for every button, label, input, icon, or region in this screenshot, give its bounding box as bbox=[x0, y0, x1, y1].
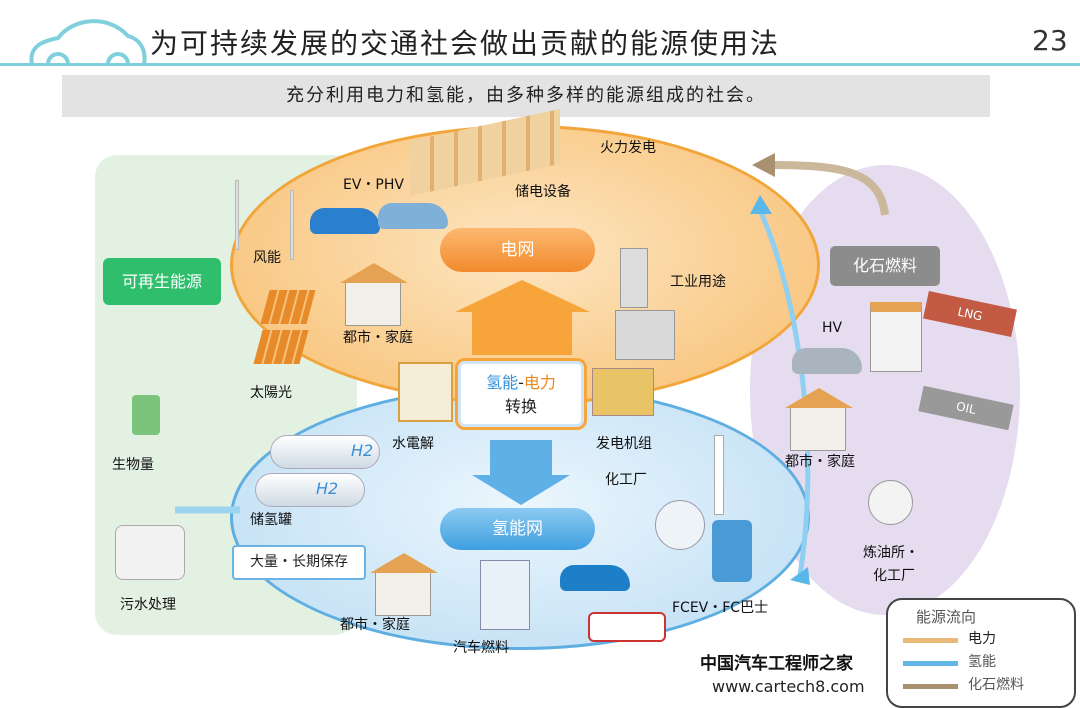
conversion-box: 氢能-电力 转换 bbox=[455, 358, 587, 430]
legend-swatch-fossil bbox=[903, 684, 958, 689]
chimney-icon bbox=[714, 435, 724, 515]
hydrogen-station-icon bbox=[480, 560, 530, 630]
office-building-icon bbox=[620, 248, 648, 308]
fossil-arrowhead bbox=[752, 153, 775, 177]
hv-label: HV bbox=[822, 320, 843, 336]
ev-car-icon bbox=[310, 208, 380, 234]
chemical-plant-label: 化工厂 bbox=[605, 472, 647, 488]
fc-bus-icon bbox=[588, 612, 666, 642]
subtitle-banner: 充分利用电力和氢能，由多种多样的能源组成的社会。 bbox=[62, 75, 990, 117]
fcev-bus-label: FCEV・FC巴士 bbox=[672, 600, 769, 616]
watermark-url: www.cartech8.com bbox=[712, 677, 865, 696]
conv-hydrogen: 氢能 bbox=[486, 373, 519, 392]
grid-hydrogen-arrow bbox=[757, 208, 811, 576]
sewage-plant-icon bbox=[115, 525, 185, 580]
sewage-label: 污水处理 bbox=[120, 597, 176, 613]
hv-car-icon bbox=[792, 348, 862, 374]
battery-storage-label: 储电设备 bbox=[515, 184, 571, 200]
urban-home-label: 都市・家庭 bbox=[785, 454, 855, 470]
thermal-power-label: 火力发电 bbox=[600, 140, 656, 156]
legend-title: 能源流向 bbox=[916, 608, 977, 626]
house-icon bbox=[785, 388, 853, 451]
watermark-title: 中国汽车工程师之家 bbox=[700, 654, 853, 674]
legend-item-hydrogen: 氢能 bbox=[968, 654, 996, 670]
ev-phv-label: EV・PHV bbox=[343, 177, 404, 193]
power-grid-label: 电网 bbox=[440, 228, 595, 272]
grid-hydrogen-arrowhead-bottom bbox=[790, 567, 810, 585]
down-arrow bbox=[472, 440, 570, 505]
generator-label: 发电机组 bbox=[596, 436, 652, 452]
energy-flow-legend: 能源流向 电力 氢能 化石燃料 bbox=[886, 598, 1076, 708]
grid-hydrogen-arrowhead-top bbox=[750, 195, 772, 214]
phv-car-icon bbox=[378, 203, 448, 229]
refinery-icon bbox=[868, 480, 913, 525]
legend-item-electric: 电力 bbox=[968, 631, 996, 647]
legend-item-fossil: 化石燃料 bbox=[968, 677, 1024, 693]
chemical-plant-icon bbox=[655, 500, 705, 550]
vehicle-fuel-label: 汽车燃料 bbox=[453, 640, 509, 656]
tank-label: H2 bbox=[351, 441, 374, 460]
house-icon bbox=[340, 263, 408, 326]
refinery-label: 炼油所・ bbox=[863, 545, 919, 561]
fcev-car-icon bbox=[560, 565, 630, 591]
generator-icon bbox=[592, 368, 654, 416]
gas-station-icon bbox=[870, 302, 922, 372]
legend-swatch-electric bbox=[903, 638, 958, 643]
factory-icon bbox=[615, 310, 675, 360]
page-number: 23 bbox=[1032, 24, 1068, 57]
hydrogen-tank-icon: H2 bbox=[255, 473, 365, 507]
biomass-label: 生物量 bbox=[112, 457, 154, 473]
industrial-label: 工业用途 bbox=[670, 274, 726, 290]
hydrogen-network-label: 氢能网 bbox=[440, 508, 595, 550]
wind-turbine-icon bbox=[290, 190, 294, 260]
house-icon bbox=[370, 553, 438, 616]
biomass-icon bbox=[132, 395, 160, 435]
fossil-fuel-label: 化石燃料 bbox=[830, 246, 940, 286]
fossil-to-grid-arrow bbox=[769, 161, 889, 216]
storage-silo-icon bbox=[712, 520, 752, 582]
electrolysis-label: 水電解 bbox=[392, 436, 434, 452]
wind-turbine-icon bbox=[235, 180, 239, 250]
legend-swatch-hydrogen bbox=[903, 661, 958, 666]
conv-dash: - bbox=[518, 373, 524, 392]
solar-panel-icon bbox=[260, 290, 316, 324]
up-arrow bbox=[455, 280, 590, 355]
hydrogen-tank-label: 储氢罐 bbox=[250, 512, 292, 528]
page-title: 为可持续发展的交通社会做出贡献的能源使用法 bbox=[150, 27, 781, 60]
conv-electric: 电力 bbox=[523, 373, 556, 392]
storage-label: 大量・长期保存 bbox=[232, 545, 366, 580]
solar-panel-icon bbox=[253, 330, 309, 364]
solar-label: 太陽光 bbox=[250, 385, 292, 401]
urban-home-label: 都市・家庭 bbox=[343, 330, 413, 346]
car-outline-logo bbox=[29, 19, 147, 65]
tank-label: H2 bbox=[316, 479, 339, 498]
hydrogen-tank-icon: H2 bbox=[270, 435, 380, 469]
header-divider bbox=[0, 63, 1080, 66]
renewable-energy-label: 可再生能源 bbox=[103, 258, 221, 305]
chemical-plant-label: 化工厂 bbox=[873, 568, 915, 584]
wind-label: 风能 bbox=[253, 250, 281, 266]
electrolysis-icon bbox=[398, 362, 453, 422]
urban-home-label: 都市・家庭 bbox=[340, 617, 410, 633]
conv-line2: 转换 bbox=[504, 397, 537, 416]
